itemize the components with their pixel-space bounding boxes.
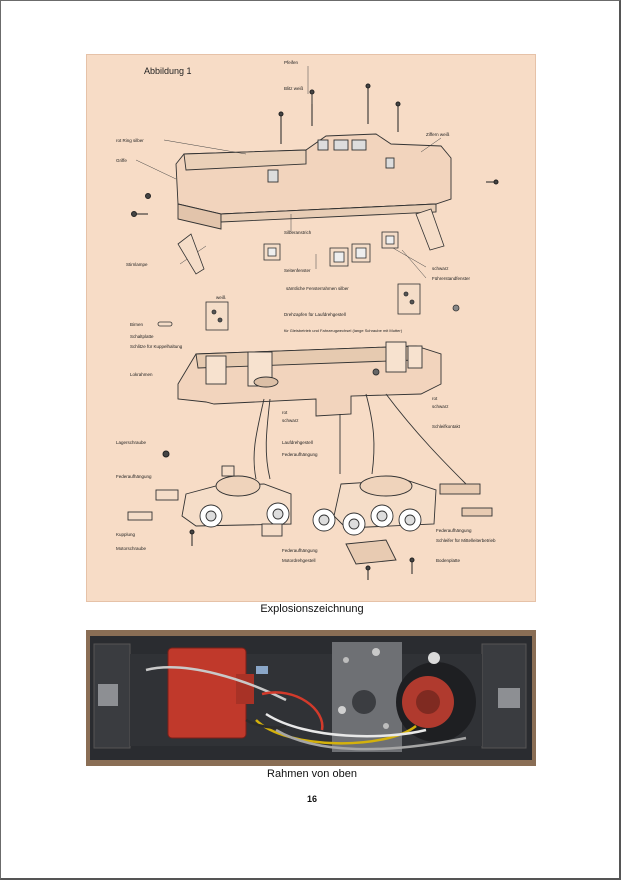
label-fuehrerstand: Führerstandfenster xyxy=(432,276,471,281)
frame-end-right-detail xyxy=(498,688,520,708)
label-motorschraube: Motorschraube xyxy=(116,546,147,551)
caption-rahmen: Rahmen von oben xyxy=(267,768,357,780)
label-kupplung: Kupplung xyxy=(116,532,136,537)
label-griffe: Griffe xyxy=(116,158,127,163)
label-schwarz: schwarz xyxy=(282,418,299,423)
label-schaltplatte: Schaltplatte xyxy=(130,334,154,339)
bogies xyxy=(127,465,493,565)
frame-photo xyxy=(86,630,536,766)
label-rot2: rot xyxy=(432,396,438,401)
label-birnen: Birnen xyxy=(130,322,144,327)
motor-block xyxy=(332,642,402,752)
label-fensterrahmen: sämtliche Fensterrahmen silber xyxy=(286,286,349,291)
label-schraube-weiss: weiß xyxy=(216,295,226,300)
figure-heading: Abbildung 1 xyxy=(144,66,192,76)
label-federaufhaengung3: Federaufhängung xyxy=(436,528,472,533)
loco-frame xyxy=(177,341,442,417)
label-lokrahmen: Lokrahmen xyxy=(130,372,153,377)
label-rot: rot xyxy=(282,410,288,415)
label-ziffern: Ziffern weiß xyxy=(426,132,450,137)
label-motordrehgestell: Motordrehgestell xyxy=(282,558,316,563)
label-pfeifen: Pfeifen xyxy=(284,60,299,65)
label-laufdrehgestell: Laufdrehgestell xyxy=(282,440,313,445)
caption-explosionszeichnung: Explosionszeichnung xyxy=(260,603,364,615)
frame-end-left-detail xyxy=(98,684,118,706)
label-schwarz-fuehrer: schwarz xyxy=(432,266,449,271)
label-federaufhaengung4: Federaufhängung xyxy=(282,548,318,553)
label-seitenlampe: Stirnlampe xyxy=(126,262,148,267)
label-schlitz: Schlitze für Kuppelhaltung xyxy=(130,344,183,349)
label-schleifkontakt: Schleifkontakt xyxy=(432,424,461,429)
label-blitz: Blitz weiß xyxy=(284,86,304,91)
label-silberanstrich: Silberanstrich xyxy=(284,230,312,235)
hood-small-parts xyxy=(177,208,445,275)
drawing-background xyxy=(86,54,536,602)
bogie-screws xyxy=(162,450,415,580)
label-schwarz2: schwarz xyxy=(432,404,449,409)
label-federaufhaengung2: Federaufhängung xyxy=(116,474,152,479)
label-lagerschraube: Lagerschraube xyxy=(116,440,147,445)
wires xyxy=(253,393,467,485)
label-federaufhaengung: Federaufhängung xyxy=(282,452,318,457)
label-drehzapfen-sub: für Gleisbetrieb und Fahrzeugwechsel (la… xyxy=(284,328,403,333)
label-bodenplatte: Bodenplatte xyxy=(436,558,461,563)
label-seitenfenster: Seitenfenster xyxy=(284,268,311,273)
label-schienenschleifer: Schleifer für Mittelleiterbetrieb xyxy=(436,538,496,543)
lamp-fittings xyxy=(157,283,460,331)
page-number: 16 xyxy=(306,794,317,804)
label-drehzapfen: Drehzapfen für Laufdrehgestell xyxy=(284,312,346,317)
label-ring: rot Ring silber xyxy=(116,138,144,143)
photo-wires xyxy=(145,666,467,751)
red-motor xyxy=(396,652,476,742)
exploded-drawing: Abbildung 1 Pfeifen Blitz weiß Ziffern w… xyxy=(86,54,536,602)
